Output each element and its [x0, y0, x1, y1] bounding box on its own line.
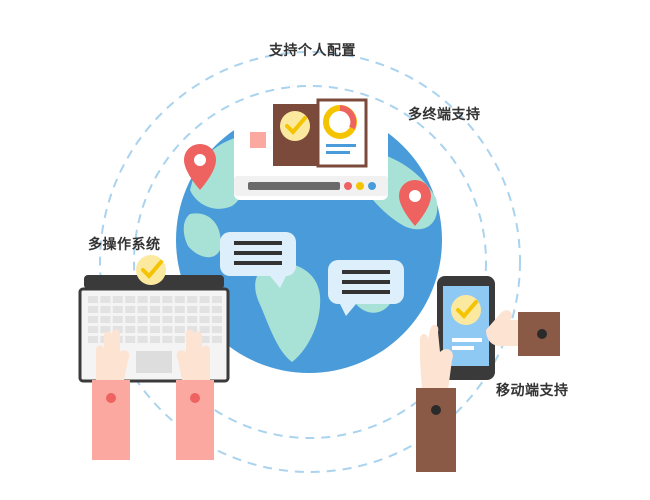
laptop-key	[212, 316, 222, 323]
laptop-key	[100, 316, 111, 323]
laptop-key	[150, 296, 160, 303]
laptop-key	[187, 296, 198, 303]
phone-pointing-hand	[486, 310, 560, 356]
laptop-key	[199, 296, 210, 303]
laptop-key	[212, 326, 222, 333]
laptop-key	[137, 296, 148, 303]
laptop-key	[174, 296, 185, 303]
label-multi-os: 多操作系统	[88, 237, 161, 253]
laptop-key	[212, 296, 222, 303]
laptop-key	[187, 326, 198, 333]
laptop-key	[174, 326, 185, 333]
continent-south	[255, 263, 321, 362]
laptop-key	[137, 316, 148, 323]
left-hand	[92, 329, 130, 460]
monitor	[234, 98, 388, 200]
outer-dashed-ring	[99, 51, 521, 473]
laptop-key	[125, 326, 136, 333]
laptop-key	[112, 296, 123, 303]
right-hand	[176, 329, 214, 460]
label-multi-terminal: 多终端支持	[408, 107, 481, 123]
laptop-key	[125, 306, 136, 313]
check-icon	[456, 300, 478, 319]
laptop-key	[187, 316, 198, 323]
laptop-trackpad	[136, 351, 172, 373]
check-circle	[280, 111, 310, 141]
laptop-key	[112, 326, 123, 333]
laptop-key	[199, 326, 210, 333]
laptop-keys	[88, 296, 222, 343]
check-circle	[136, 255, 166, 285]
laptop-key	[137, 326, 148, 333]
label-mobile: 移动端支持	[496, 383, 569, 399]
laptop-key	[150, 326, 160, 333]
laptop-key	[162, 296, 173, 303]
laptop-key	[88, 306, 98, 313]
chat-bubble-icon	[328, 260, 404, 316]
check-icon	[141, 260, 163, 279]
laptop-key	[174, 336, 185, 343]
laptop-key	[187, 306, 198, 313]
laptop-key	[125, 316, 136, 323]
map-pin-icon	[399, 180, 431, 226]
laptop-key	[174, 316, 185, 323]
phone	[437, 276, 495, 380]
monitor-bar	[248, 182, 340, 190]
laptop-key	[112, 316, 123, 323]
laptop-key	[174, 306, 185, 313]
continent-west	[183, 213, 221, 258]
laptop-key	[162, 336, 173, 343]
laptop-key	[150, 316, 160, 323]
laptop-key	[100, 326, 111, 333]
laptop-key	[212, 306, 222, 313]
phone-holding-hand	[416, 324, 456, 472]
laptop-key	[137, 336, 148, 343]
laptop-key	[162, 306, 173, 313]
laptop-key	[88, 336, 98, 343]
laptop-key	[100, 306, 111, 313]
laptop-key	[162, 316, 173, 323]
chat-bubble-icon	[220, 232, 296, 288]
laptop-key	[125, 296, 136, 303]
label-personal-config: 支持个人配置	[269, 43, 356, 59]
laptop-key	[125, 336, 136, 343]
laptop-key	[100, 296, 111, 303]
check-circle	[451, 295, 481, 325]
laptop-key	[199, 316, 210, 323]
laptop-key	[88, 296, 98, 303]
inner-dashed-ring	[133, 85, 487, 439]
laptop-key	[212, 336, 222, 343]
laptop-key	[112, 306, 123, 313]
laptop-key	[150, 306, 160, 313]
laptop-key	[137, 306, 148, 313]
laptop-key	[162, 326, 173, 333]
map-pin-icon	[184, 144, 216, 190]
check-icon	[285, 116, 307, 135]
laptop-key	[199, 306, 210, 313]
laptop-key	[150, 336, 160, 343]
monitor-square	[250, 132, 266, 148]
laptop-key	[88, 326, 98, 333]
laptop-key	[199, 336, 210, 343]
laptop-key	[88, 316, 98, 323]
